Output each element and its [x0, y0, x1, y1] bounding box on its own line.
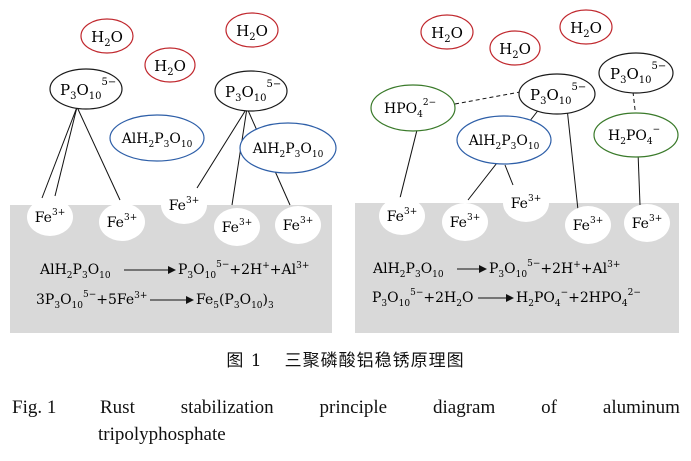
- svg-text:H2O: H2O: [570, 19, 602, 40]
- right-water-2: H2O: [489, 30, 541, 66]
- right-h2po4-ion: H2PO4−: [593, 112, 679, 158]
- right-p3o10-ion-1: P3O105−: [518, 73, 596, 115]
- caption-en-word: Rust: [100, 397, 135, 418]
- svg-text:H2PO4−+2HPO42−: H2PO4−+2HPO42−: [516, 288, 641, 309]
- caption-en-word: principle: [319, 397, 388, 418]
- right-fe-ion-5: Fe3+: [624, 204, 670, 242]
- right-equation-2: P3O105−+2H2O H2PO4−+2HPO42−: [372, 288, 641, 309]
- right-fe-ion-1: Fe3+: [379, 197, 425, 235]
- left-water-1: H2O: [80, 18, 134, 54]
- svg-text:AlH2P3O10: AlH2P3O10: [252, 141, 324, 160]
- svg-text:AlH2P3O10: AlH2P3O10: [39, 262, 111, 281]
- caption-en-line1: Rust stabilization principle diagram of …: [100, 394, 680, 421]
- right-alh2p3o10: AlH2P3O10: [456, 115, 552, 165]
- left-alh2p3o10-1: AlH2P3O10: [109, 114, 205, 162]
- svg-text:H2O: H2O: [499, 40, 531, 61]
- svg-text:H2O: H2O: [431, 24, 463, 45]
- svg-text:P3O105−+2H++Al3+: P3O105−+2H++Al3+: [178, 260, 309, 281]
- svg-text:P3O105−+2H++Al3+: P3O105−+2H++Al3+: [489, 259, 620, 280]
- caption-en-word: of: [541, 397, 557, 418]
- left-water-2: H2O: [144, 47, 196, 83]
- svg-text:AlH2P3O10: AlH2P3O10: [468, 133, 540, 152]
- right-fe-ion-2: Fe3+: [442, 203, 488, 241]
- left-panel: H2O H2O H2O P3O105− P3O105−: [10, 12, 337, 333]
- svg-text:AlH2P3O10: AlH2P3O10: [121, 131, 193, 150]
- right-water-1: H2O: [420, 14, 474, 50]
- right-fe-ion-4: Fe3+: [565, 206, 611, 244]
- caption-en-line2: tripolyphosphate: [98, 424, 226, 445]
- caption-cn-title: 三聚磷酸铝稳锈原理图: [284, 351, 465, 371]
- right-hpo4-ion: HPO42−: [370, 84, 456, 132]
- svg-text:H2O: H2O: [154, 57, 186, 78]
- left-p3o10-ion-2: P3O105−: [214, 70, 288, 112]
- svg-text:AlH2P3O10: AlH2P3O10: [372, 261, 444, 280]
- svg-text:H2O: H2O: [236, 22, 268, 43]
- caption-en-label: Fig. 1: [12, 397, 57, 418]
- left-p3o10-ion-1: P3O105−: [49, 68, 123, 110]
- caption-en-word: stabilization: [180, 397, 274, 418]
- left-water-3: H2O: [225, 12, 279, 48]
- left-fe-ion-1: Fe3+: [27, 198, 73, 236]
- caption-cn-label: 图 1: [226, 351, 263, 371]
- left-fe-ion-4: Fe3+: [214, 208, 260, 246]
- caption-en-word: aluminum: [602, 397, 680, 418]
- rust-stabilization-diagram: H2O H2O H2O P3O105− P3O105−: [10, 9, 679, 333]
- right-p3o10-ion-2: P3O105−: [598, 52, 674, 94]
- caption-en-word: diagram: [432, 397, 496, 418]
- svg-text:H2O: H2O: [91, 28, 123, 49]
- right-panel: H2O H2O H2O P3O105− P3O105−: [355, 9, 679, 333]
- left-fe-ion-2: Fe3+: [99, 203, 145, 241]
- left-fe-ion-5: Fe3+: [275, 206, 321, 244]
- left-fe-ion-3: Fe3+: [161, 186, 207, 224]
- svg-text:P3O105−+2H2O: P3O105−+2H2O: [372, 288, 473, 309]
- figure-caption-cn: 图 1 三聚磷酸铝稳锈原理图: [0, 346, 691, 371]
- right-equation-1: AlH2P3O10 P3O105−+2H++Al3+: [372, 259, 620, 280]
- right-water-3: H2O: [559, 9, 613, 45]
- figure-caption-en: Fig. 1 Rust stabilization principle diag…: [12, 394, 680, 448]
- right-fe-ion-3: Fe3+: [503, 184, 549, 222]
- left-alh2p3o10-2: AlH2P3O10: [239, 122, 337, 174]
